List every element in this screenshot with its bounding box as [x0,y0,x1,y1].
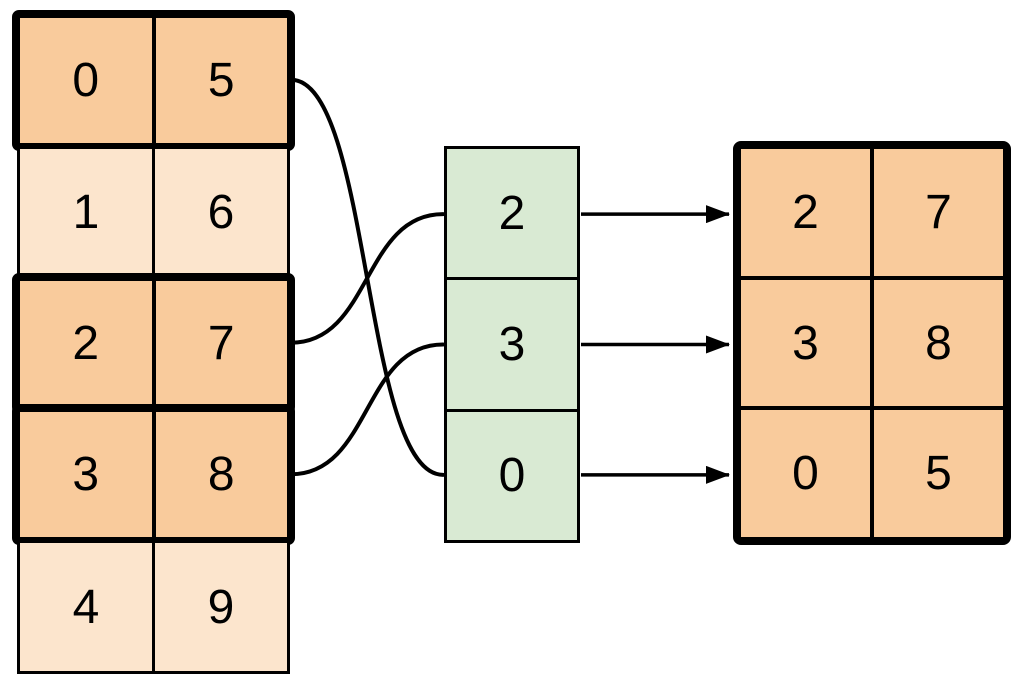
result-cell: 0 [741,410,874,538]
result-cell: 5 [925,447,952,501]
index-cell: 2 [498,186,526,240]
source-cell: 7 [207,316,235,370]
source-cell: 9 [207,580,235,634]
result-cell: 7 [925,185,952,239]
source-cell: 2 [20,280,156,406]
result-cell: 2 [741,149,874,276]
source-cell: 3 [20,412,156,537]
connector-curve-row3-to-index1 [289,342,445,477]
source-cell: 5 [207,53,235,107]
source-cell: 0 [20,17,156,143]
result-cell: 8 [925,316,952,370]
result-cell: 3 [741,279,874,407]
connector-curve-row2-to-index0 [289,212,445,345]
index-cell: 3 [447,277,577,408]
index-cell: 0 [447,408,577,540]
connector-curve-row0-to-index2 [289,77,445,477]
source-cell: 6 [207,186,235,239]
source-cell: 1 [20,148,155,277]
source-cell: 8 [207,448,235,501]
source-cell: 4 [20,543,155,671]
